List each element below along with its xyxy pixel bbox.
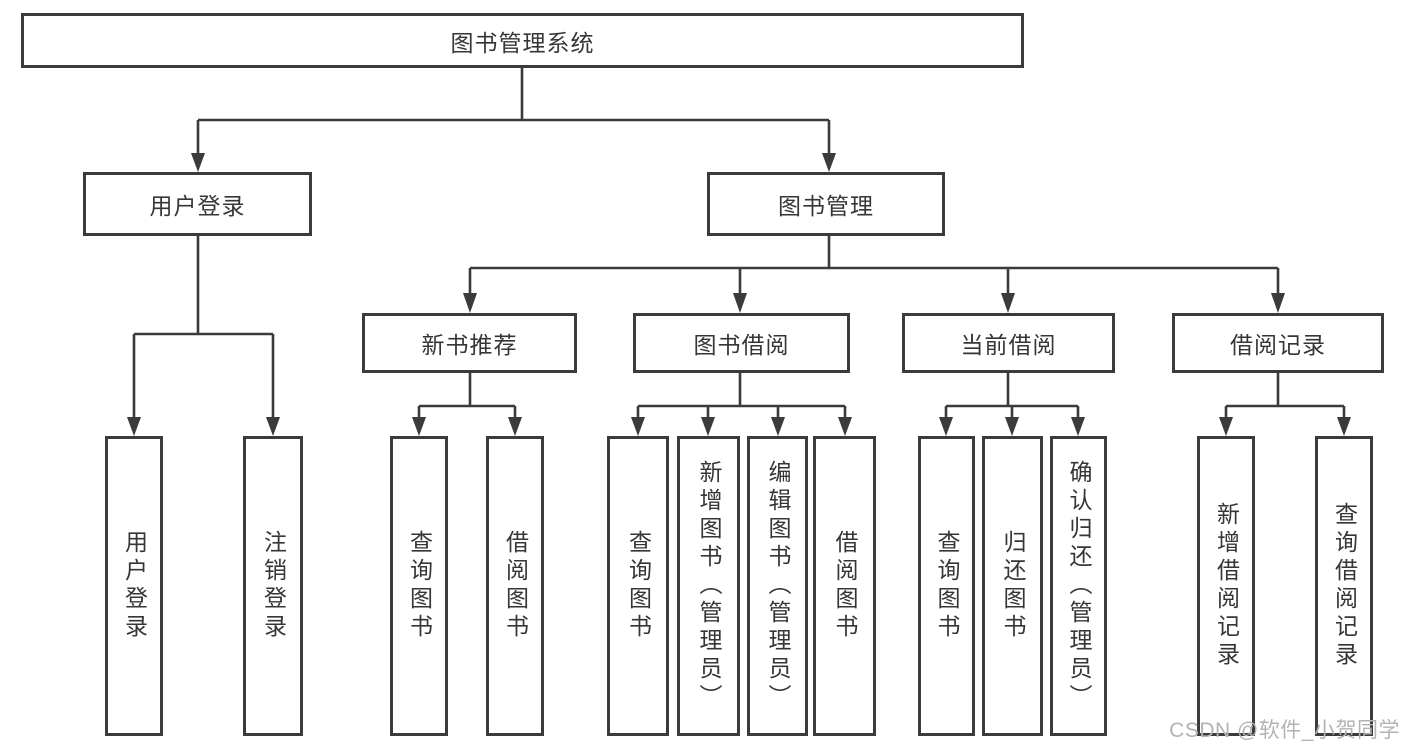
leaf-logout: 注销登录 <box>243 436 303 736</box>
node-new-book-recommend: 新书推荐 <box>362 313 577 373</box>
leaf-return-books: 归还图书 <box>982 436 1043 736</box>
leaf-user-login: 用户登录 <box>105 436 163 736</box>
node-current-borrow: 当前借阅 <box>902 313 1115 373</box>
node-root-system: 图书管理系统 <box>21 13 1024 68</box>
node-book-management-branch: 图书管理 <box>707 172 945 236</box>
node-borrow-records: 借阅记录 <box>1172 313 1384 373</box>
leaf-borrow-books-recommend: 借阅图书 <box>486 436 544 736</box>
leaf-query-books-recommend: 查询图书 <box>390 436 448 736</box>
leaf-query-books-current: 查询图书 <box>918 436 975 736</box>
leaf-add-books-admin: 新增图书︵管理员︶ <box>677 436 740 736</box>
leaf-query-borrow-record: 查询借阅记录 <box>1315 436 1373 736</box>
leaf-query-books-borrow: 查询图书 <box>607 436 669 736</box>
csdn-watermark: CSDN @软件_小贺同学 <box>1169 719 1400 742</box>
node-book-borrow: 图书借阅 <box>633 313 850 373</box>
leaf-borrow-books: 借阅图书 <box>813 436 876 736</box>
leaf-edit-books-admin: 编辑图书︵管理员︶ <box>747 436 808 736</box>
node-user-login-branch: 用户登录 <box>83 172 312 236</box>
leaf-confirm-return-admin: 确认归还︵管理员︶ <box>1050 436 1107 736</box>
leaf-add-borrow-record: 新增借阅记录 <box>1197 436 1255 736</box>
